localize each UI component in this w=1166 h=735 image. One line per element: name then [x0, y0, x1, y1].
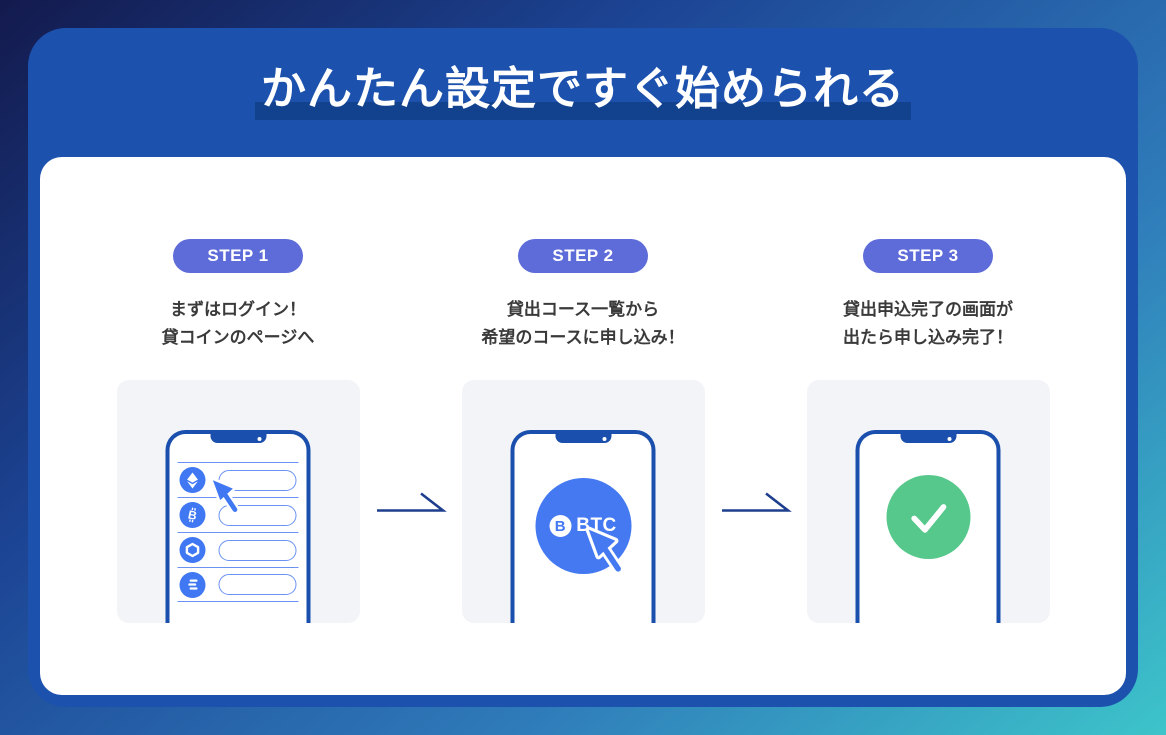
- step-3-description-line2: 出たら申し込み完了！: [843, 328, 1013, 348]
- phone-notch: [555, 434, 611, 443]
- phone-frame: B: [165, 430, 311, 623]
- step-3-description-line1: 貸出申込完了の画面が: [843, 300, 1013, 319]
- step-connector: [361, 489, 461, 515]
- course-button-outline: [218, 504, 297, 526]
- step-3-illustration: [806, 380, 1050, 623]
- card-header: かんたん設定ですぐ始められる: [28, 28, 1138, 157]
- hexagon-coin-icon: [179, 537, 206, 563]
- checkmark-icon: [910, 504, 946, 533]
- phone-frame: B BTC: [510, 430, 656, 623]
- step-2-description-line2: 希望のコースに申し込み！: [481, 328, 685, 348]
- arrow-right-icon: [376, 492, 447, 512]
- bitcoin-icon: B: [179, 502, 206, 528]
- coin-row: B: [177, 497, 299, 532]
- success-check-circle: [886, 475, 970, 559]
- step-1-description-line2: 貸コインのページへ: [161, 328, 315, 348]
- camera-dot: [947, 436, 951, 441]
- step-connector: [706, 489, 806, 515]
- camera-dot: [602, 436, 606, 441]
- course-button-outline: [218, 574, 297, 595]
- step-2-description: 貸出コース一覧から 希望のコースに申し込み！: [481, 296, 684, 353]
- svg-text:B: B: [187, 508, 199, 523]
- bitcoin-icon: B: [549, 515, 572, 537]
- section-title: かんたん設定ですぐ始められる: [28, 52, 1138, 120]
- ethereum-icon: [179, 467, 206, 493]
- arrow-right-icon: [721, 492, 792, 512]
- cursor-icon: [585, 526, 624, 575]
- step-1-description: まずはログイン！ 貸コインのページへ: [162, 296, 315, 353]
- steps-card: かんたん設定ですぐ始められる STEP 1 まずはログイン！ 貸コインのページへ: [28, 28, 1138, 707]
- step-3-badge: STEP 3: [863, 239, 993, 273]
- step-2-illustration: B BTC: [461, 380, 705, 623]
- step-2-description-line1: 貸出コース一覧から: [506, 300, 660, 319]
- coin-list: B: [177, 462, 299, 602]
- step-1-illustration: B: [116, 380, 360, 623]
- step-1-column: STEP 1 まずはログイン！ 貸コインのページへ: [116, 239, 361, 623]
- phone-frame: [855, 430, 1001, 623]
- coin-row: [177, 462, 299, 497]
- step-3-column: STEP 3 貸出申込完了の画面が 出たら申し込み完了！: [806, 239, 1051, 623]
- course-button-outline: [218, 539, 297, 561]
- step-1-badge: STEP 1: [173, 239, 303, 273]
- phone-notch: [210, 434, 266, 443]
- btc-coin-circle: B BTC: [535, 478, 631, 575]
- cursor-icon: [210, 477, 240, 515]
- phone-notch: [900, 434, 956, 443]
- step-1-description-line1: まずはログイン！: [169, 300, 306, 319]
- section-title-text: かんたん設定ですぐ始められる: [254, 52, 912, 120]
- steps-row: STEP 1 まずはログイン！ 貸コインのページへ: [40, 157, 1126, 623]
- steps-panel: STEP 1 まずはログイン！ 貸コインのページへ: [40, 157, 1126, 695]
- camera-dot: [257, 436, 261, 441]
- coin-row: [177, 567, 299, 602]
- bitcoin-symbol: B: [554, 517, 566, 535]
- step-2-badge: STEP 2: [518, 239, 648, 273]
- step-3-description: 貸出申込完了の画面が 出たら申し込み完了！: [843, 296, 1013, 353]
- coin-row: [177, 532, 299, 567]
- solana-icon: [179, 571, 206, 598]
- step-2-column: STEP 2 貸出コース一覧から 希望のコースに申し込み！ B BTC: [461, 239, 706, 623]
